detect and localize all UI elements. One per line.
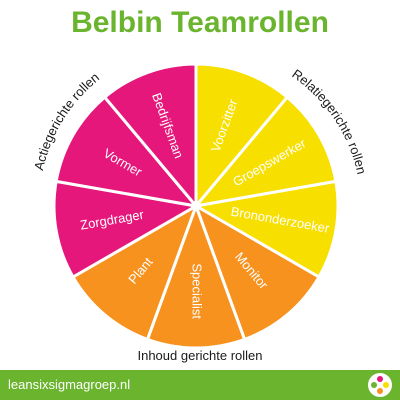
role-slice-vormer <box>54 95 200 209</box>
wheel-center-dot <box>191 201 201 211</box>
role-slice-plant <box>70 202 199 342</box>
role-slice-brononderzoeker <box>191 179 340 280</box>
role-slice-zorgdrager <box>52 179 201 280</box>
role-slice-bedrijfsman <box>102 62 198 211</box>
leansixsigmagroep-logo-icon[interactable] <box>368 373 392 397</box>
group-label-inhoud: Inhoud gerichte rollen <box>137 348 262 363</box>
footer-bar: leansixsigmagroep.nl <box>0 370 400 400</box>
footer-url-link[interactable]: leansixsigmagroep.nl <box>8 377 131 392</box>
role-slice-voorzitter <box>194 62 290 211</box>
role-slice-monitor <box>193 202 322 342</box>
role-label-specialist: Specialist <box>190 263 205 319</box>
page-title: Belbin Teamrollen <box>71 6 329 39</box>
role-slice-groepswerker <box>192 95 338 209</box>
role-slice-specialist <box>145 201 247 350</box>
